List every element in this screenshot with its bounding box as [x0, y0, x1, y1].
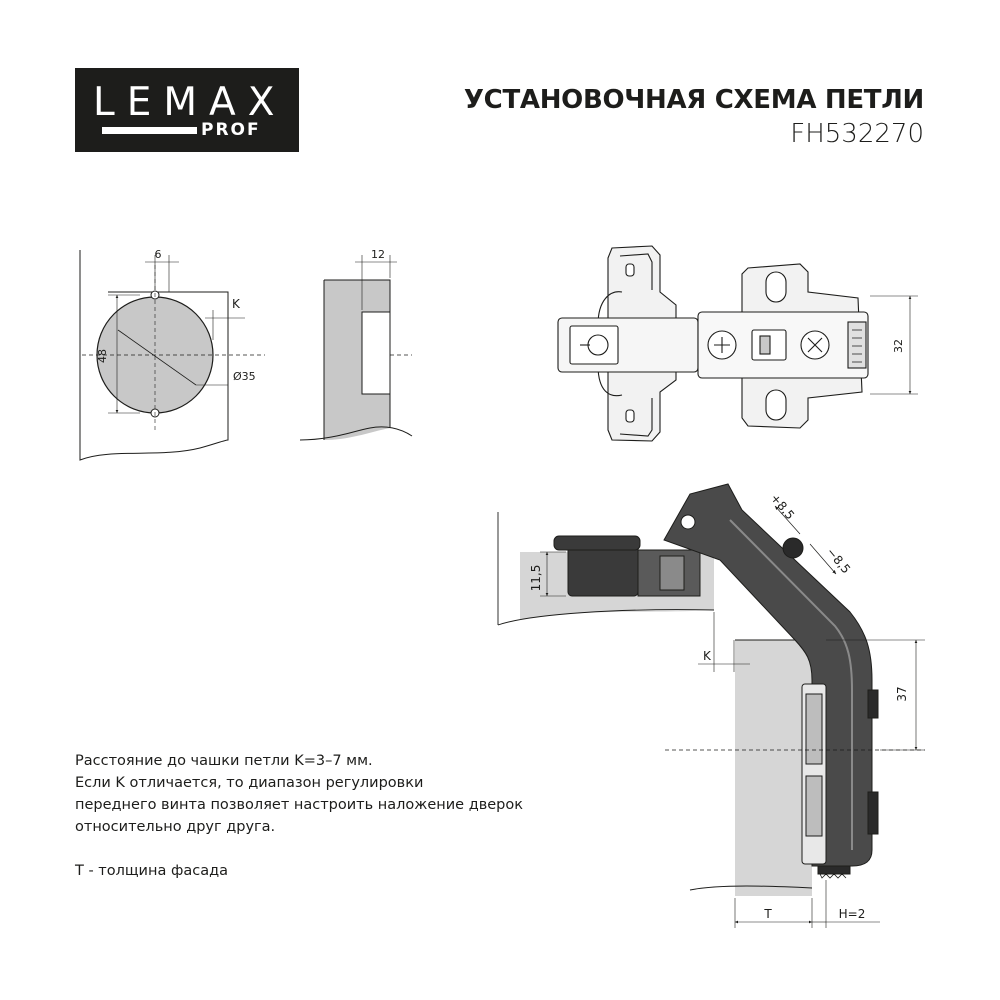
dim-adjust-minus: −8,5: [824, 545, 853, 576]
note-line-1: Расстояние до чашки петли K=3–7 мм.: [75, 753, 373, 769]
drilling-side-section: [299, 255, 413, 441]
dim-k-bottom: K: [703, 649, 712, 663]
dim-diameter: Ø35: [233, 370, 256, 383]
dim-plate-32: 32: [892, 339, 905, 353]
dim-48: 48: [96, 349, 109, 363]
dim-11-5: 11,5: [529, 565, 543, 592]
model-number: FH532270: [790, 119, 924, 149]
dim-37: 37: [895, 686, 909, 701]
hinge-section-view: [497, 483, 925, 928]
note-line-3: переднего винта позволяет настроить нало…: [75, 797, 524, 813]
drilling-front-view: [79, 250, 265, 461]
logo-wordmark: LEMAX: [93, 80, 287, 125]
note-thickness: T - толщина фасада: [75, 863, 229, 879]
dim-h: H=2: [839, 907, 866, 921]
dim-cup-offset: 6: [155, 248, 162, 261]
logo-sub: PROF: [201, 120, 261, 140]
logo-bar: [102, 127, 197, 134]
hinge-top-view: [557, 245, 918, 442]
dim-thickness-t: T: [763, 907, 772, 921]
page-title: УСТАНОВОЧНАЯ СХЕМА ПЕТЛИ: [463, 85, 924, 115]
note-line-4: относительно друг друга.: [75, 819, 276, 835]
dim-adjust-plus: +8,5: [768, 491, 797, 522]
installation-notes: Расстояние до чашки петли K=3–7 мм. Если…: [75, 750, 575, 882]
brand-logo: LEMAX PROF: [75, 68, 299, 152]
dim-depth: 12: [371, 248, 385, 261]
note-line-2: Если K отличается, то диапазон регулиров…: [75, 775, 424, 791]
dim-k-top: K: [232, 297, 241, 311]
